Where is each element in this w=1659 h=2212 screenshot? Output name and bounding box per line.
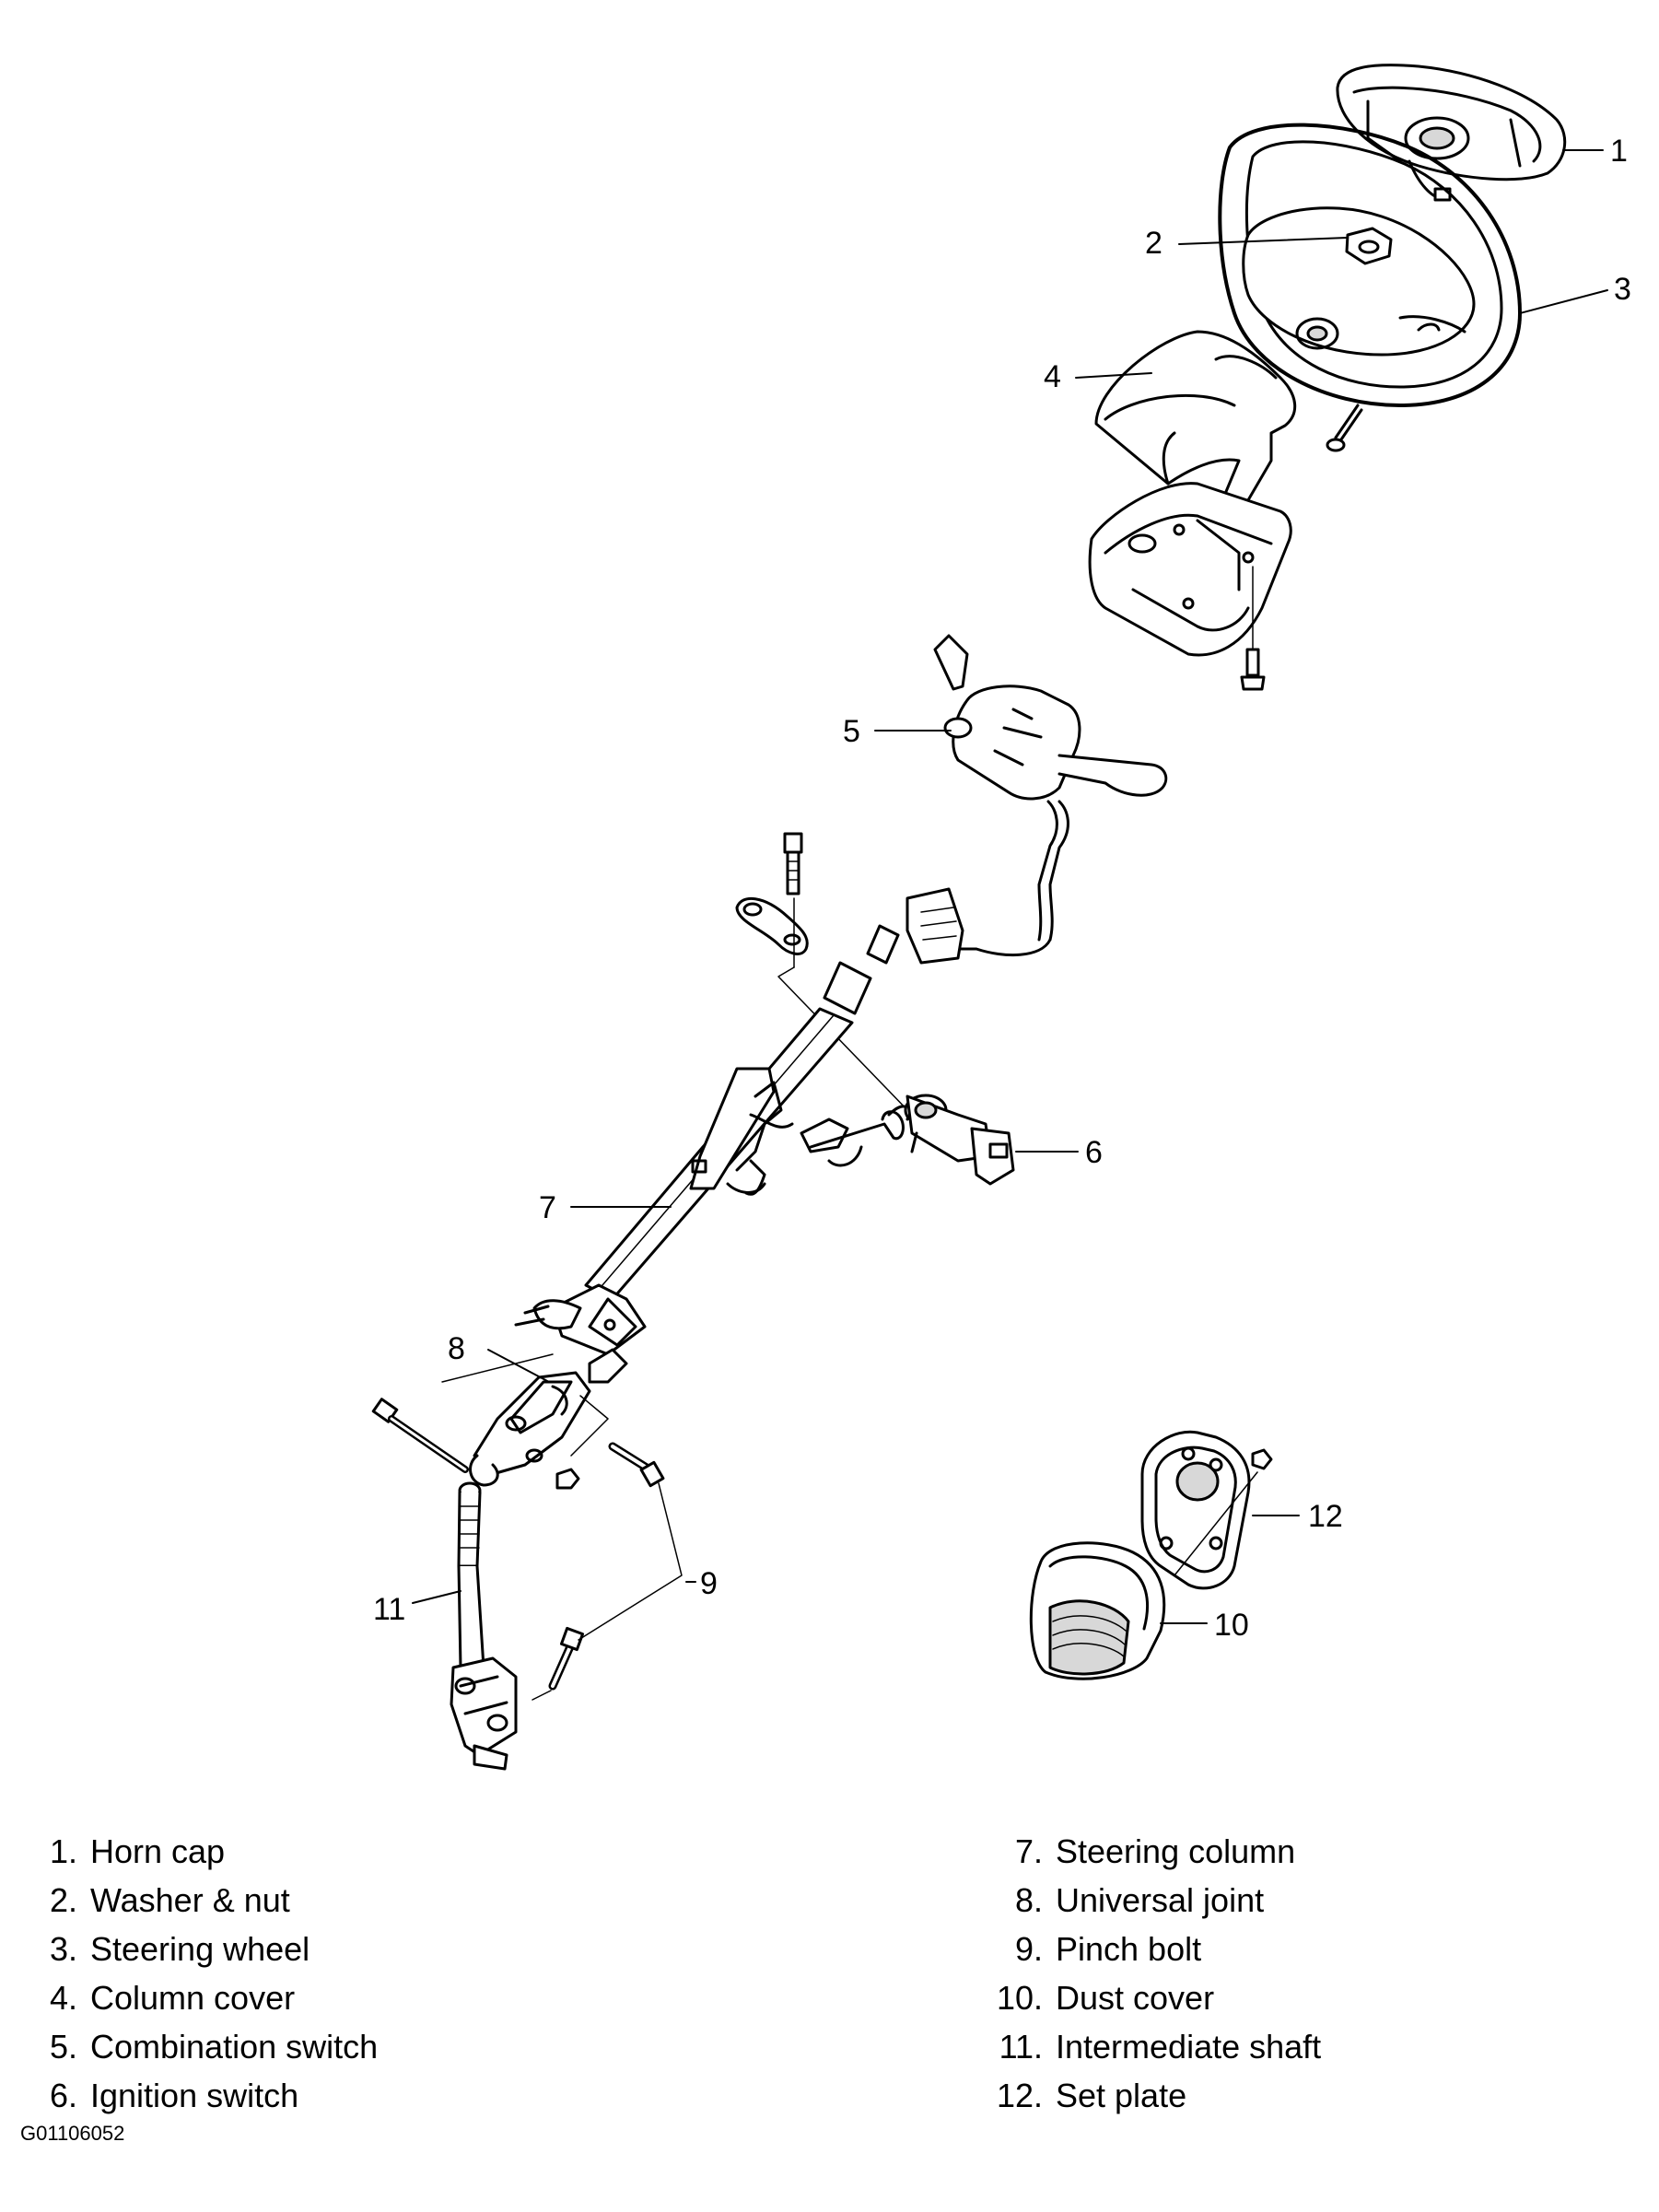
callout-4: 4	[1044, 359, 1061, 394]
legend-item: 3. Steering wheel	[20, 1925, 378, 1973]
legend-label: Universal joint	[1056, 1881, 1265, 1919]
legend-item: 11. Intermediate shaft	[969, 2022, 1322, 2071]
callout-10: 10	[1214, 1608, 1249, 1643]
legend-left-column: 1. Horn cap 2. Washer & nut 3. Steering whe…	[20, 1827, 378, 2120]
column-cover	[1094, 330, 1297, 518]
dust-cover	[1029, 1541, 1166, 1680]
exploded-view-diagram: 1 2 3 4 5 6 7 8 9 10 11 12	[371, 64, 1631, 1771]
callout-8: 8	[448, 1331, 465, 1366]
callout-1: 1	[1610, 134, 1628, 169]
legend-number: 11.	[999, 2028, 1043, 2066]
pinch-bolt-dash	[532, 1690, 552, 1701]
legend-right-column: 7. Steering column 8. Universal joint 9. Pi…	[969, 1827, 1321, 2120]
column-cover-lower	[1088, 482, 1292, 657]
washer-and-nut	[1345, 227, 1393, 265]
set-plate-leader	[1174, 1471, 1258, 1576]
legend-label: Steering wheel	[90, 1930, 310, 1968]
uj-bolt	[371, 1398, 469, 1473]
legend-label: Steering column	[1056, 1832, 1296, 1870]
bolt-path-line	[777, 966, 913, 1116]
callout-7: 7	[539, 1190, 556, 1225]
set-plate	[1140, 1430, 1273, 1590]
legend-item: 6. Ignition switch	[20, 2071, 378, 2120]
legend-number: 9.	[1014, 1930, 1043, 1968]
legend-label: Combination switch	[90, 2028, 379, 2066]
pinch-bolt-lower	[548, 1626, 585, 1691]
legend-item: 12. Set plate	[969, 2071, 1321, 2120]
legend-item: 10. Dust cover	[969, 1973, 1321, 2022]
callout-2: 2	[1145, 226, 1162, 261]
legend-label: Washer & nut	[90, 1881, 290, 1919]
legend-number: 7.	[1014, 1832, 1043, 1870]
legend-item: 9. Pinch bolt	[969, 1925, 1321, 1973]
callout-5: 5	[843, 714, 860, 749]
legend-label: Column cover	[90, 1979, 296, 2017]
column-bracket	[735, 896, 809, 955]
steering-column	[514, 924, 910, 1384]
legend-number: 1.	[49, 1832, 77, 1870]
callout-3: 3	[1614, 272, 1631, 307]
horn-cap	[1336, 64, 1567, 202]
legend-item: 5. Combination switch	[20, 2022, 378, 2071]
column-bolt	[783, 832, 803, 895]
legend-item: 4. Column cover	[20, 1973, 378, 2022]
uj-leader-8	[441, 1353, 554, 1383]
ignition-switch	[904, 1094, 1015, 1186]
legend-item: 2. Washer & nut	[20, 1876, 378, 1925]
intermediate-shaft	[450, 1481, 518, 1771]
legend-label: Intermediate shaft	[1056, 2028, 1322, 2066]
legend-item: 7. Steering column	[969, 1827, 1321, 1876]
legend-number: 4.	[49, 1979, 77, 2017]
legend-label: Set plate	[1056, 2077, 1187, 2114]
pinch-bolt-upper	[608, 1442, 665, 1488]
legend-label: Horn cap	[90, 1832, 226, 1870]
legend-number: 8.	[1014, 1881, 1043, 1919]
legend-number: 12.	[996, 2077, 1043, 2114]
universal-joint	[469, 1371, 591, 1487]
lower-cover-screw	[1240, 566, 1266, 691]
combination-switch	[905, 634, 1168, 965]
legend-label: Ignition switch	[90, 2077, 299, 2114]
legend-item: 8. Universal joint	[969, 1876, 1321, 1925]
figure-id: G01106052	[20, 2122, 125, 2145]
legend-item: 1. Horn cap	[20, 1827, 378, 1876]
legend-number: 6.	[49, 2077, 77, 2114]
legend-number: 5.	[49, 2028, 77, 2066]
uj-guide	[570, 1395, 609, 1457]
callout-9: 9	[700, 1566, 718, 1601]
callout-12: 12	[1308, 1499, 1343, 1534]
legend-number: 2.	[49, 1881, 77, 1919]
legend-number: 3.	[49, 1930, 77, 1968]
wheel-screw	[1326, 404, 1363, 452]
callout-leaders	[412, 149, 1608, 1624]
callout-11: 11	[373, 1592, 405, 1627]
nut	[555, 1468, 580, 1490]
pinch-bolt-leader	[578, 1482, 683, 1641]
callout-6: 6	[1085, 1135, 1103, 1170]
steering-wheel	[1218, 123, 1522, 407]
legend-label: Dust cover	[1056, 1979, 1215, 2017]
legend-number: 10.	[996, 1979, 1043, 2017]
legend-label: Pinch bolt	[1056, 1930, 1202, 1968]
